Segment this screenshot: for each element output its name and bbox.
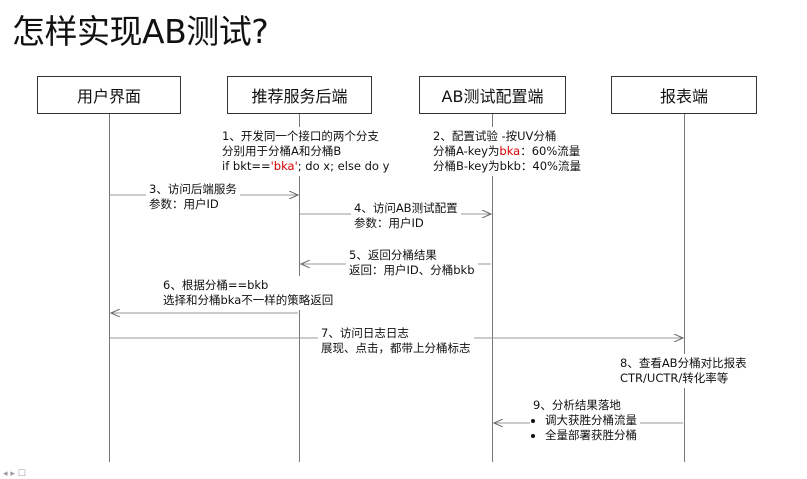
note-9: 9、分析结果落地 调大获胜分桶流量 全量部署获胜分桶 bbox=[530, 396, 640, 445]
actor-recommend-backend: 推荐服务后端 bbox=[227, 76, 372, 114]
note-2: 2、配置试验 -按UV分桶 分桶A-key为bka：60%流量 分桶B-key为… bbox=[430, 127, 584, 176]
note-4: 4、访问AB测试配置 参数：用户ID bbox=[351, 199, 461, 233]
slide-nav-icon: ◂ ▸ ☐ bbox=[3, 469, 26, 479]
note-8: 8、查看AB分桶对比报表 CTR/UCTR/转化率等 bbox=[617, 354, 750, 388]
note-3: 3、访问后端服务 参数：用户ID bbox=[146, 180, 240, 214]
page-title: 怎样实现AB测试? bbox=[12, 12, 269, 51]
note-1: 1、开发同一个接口的两个分支 分别用于分桶A和分桶B if bkt=='bka'… bbox=[219, 127, 393, 176]
actor-user-interface: 用户界面 bbox=[37, 76, 181, 114]
lifeline-report bbox=[684, 114, 685, 462]
note-9-bullet: 全量部署获胜分桶 bbox=[545, 428, 637, 443]
lifeline-config bbox=[492, 114, 493, 462]
note-7: 7、访问日志日志 展现、点击，都带上分桶标志 bbox=[318, 324, 474, 358]
note-9-bullet: 调大获胜分桶流量 bbox=[545, 413, 637, 428]
note-6: 6、根据分桶==bkb 选择和分桶bka不一样的策略返回 bbox=[160, 276, 337, 310]
actor-ab-config: AB测试配置端 bbox=[419, 76, 566, 114]
actor-report: 报表端 bbox=[611, 76, 757, 114]
lifeline-user bbox=[109, 114, 110, 462]
note-5: 5、返回分桶结果 返回：用户ID、分桶bkb bbox=[346, 246, 478, 280]
